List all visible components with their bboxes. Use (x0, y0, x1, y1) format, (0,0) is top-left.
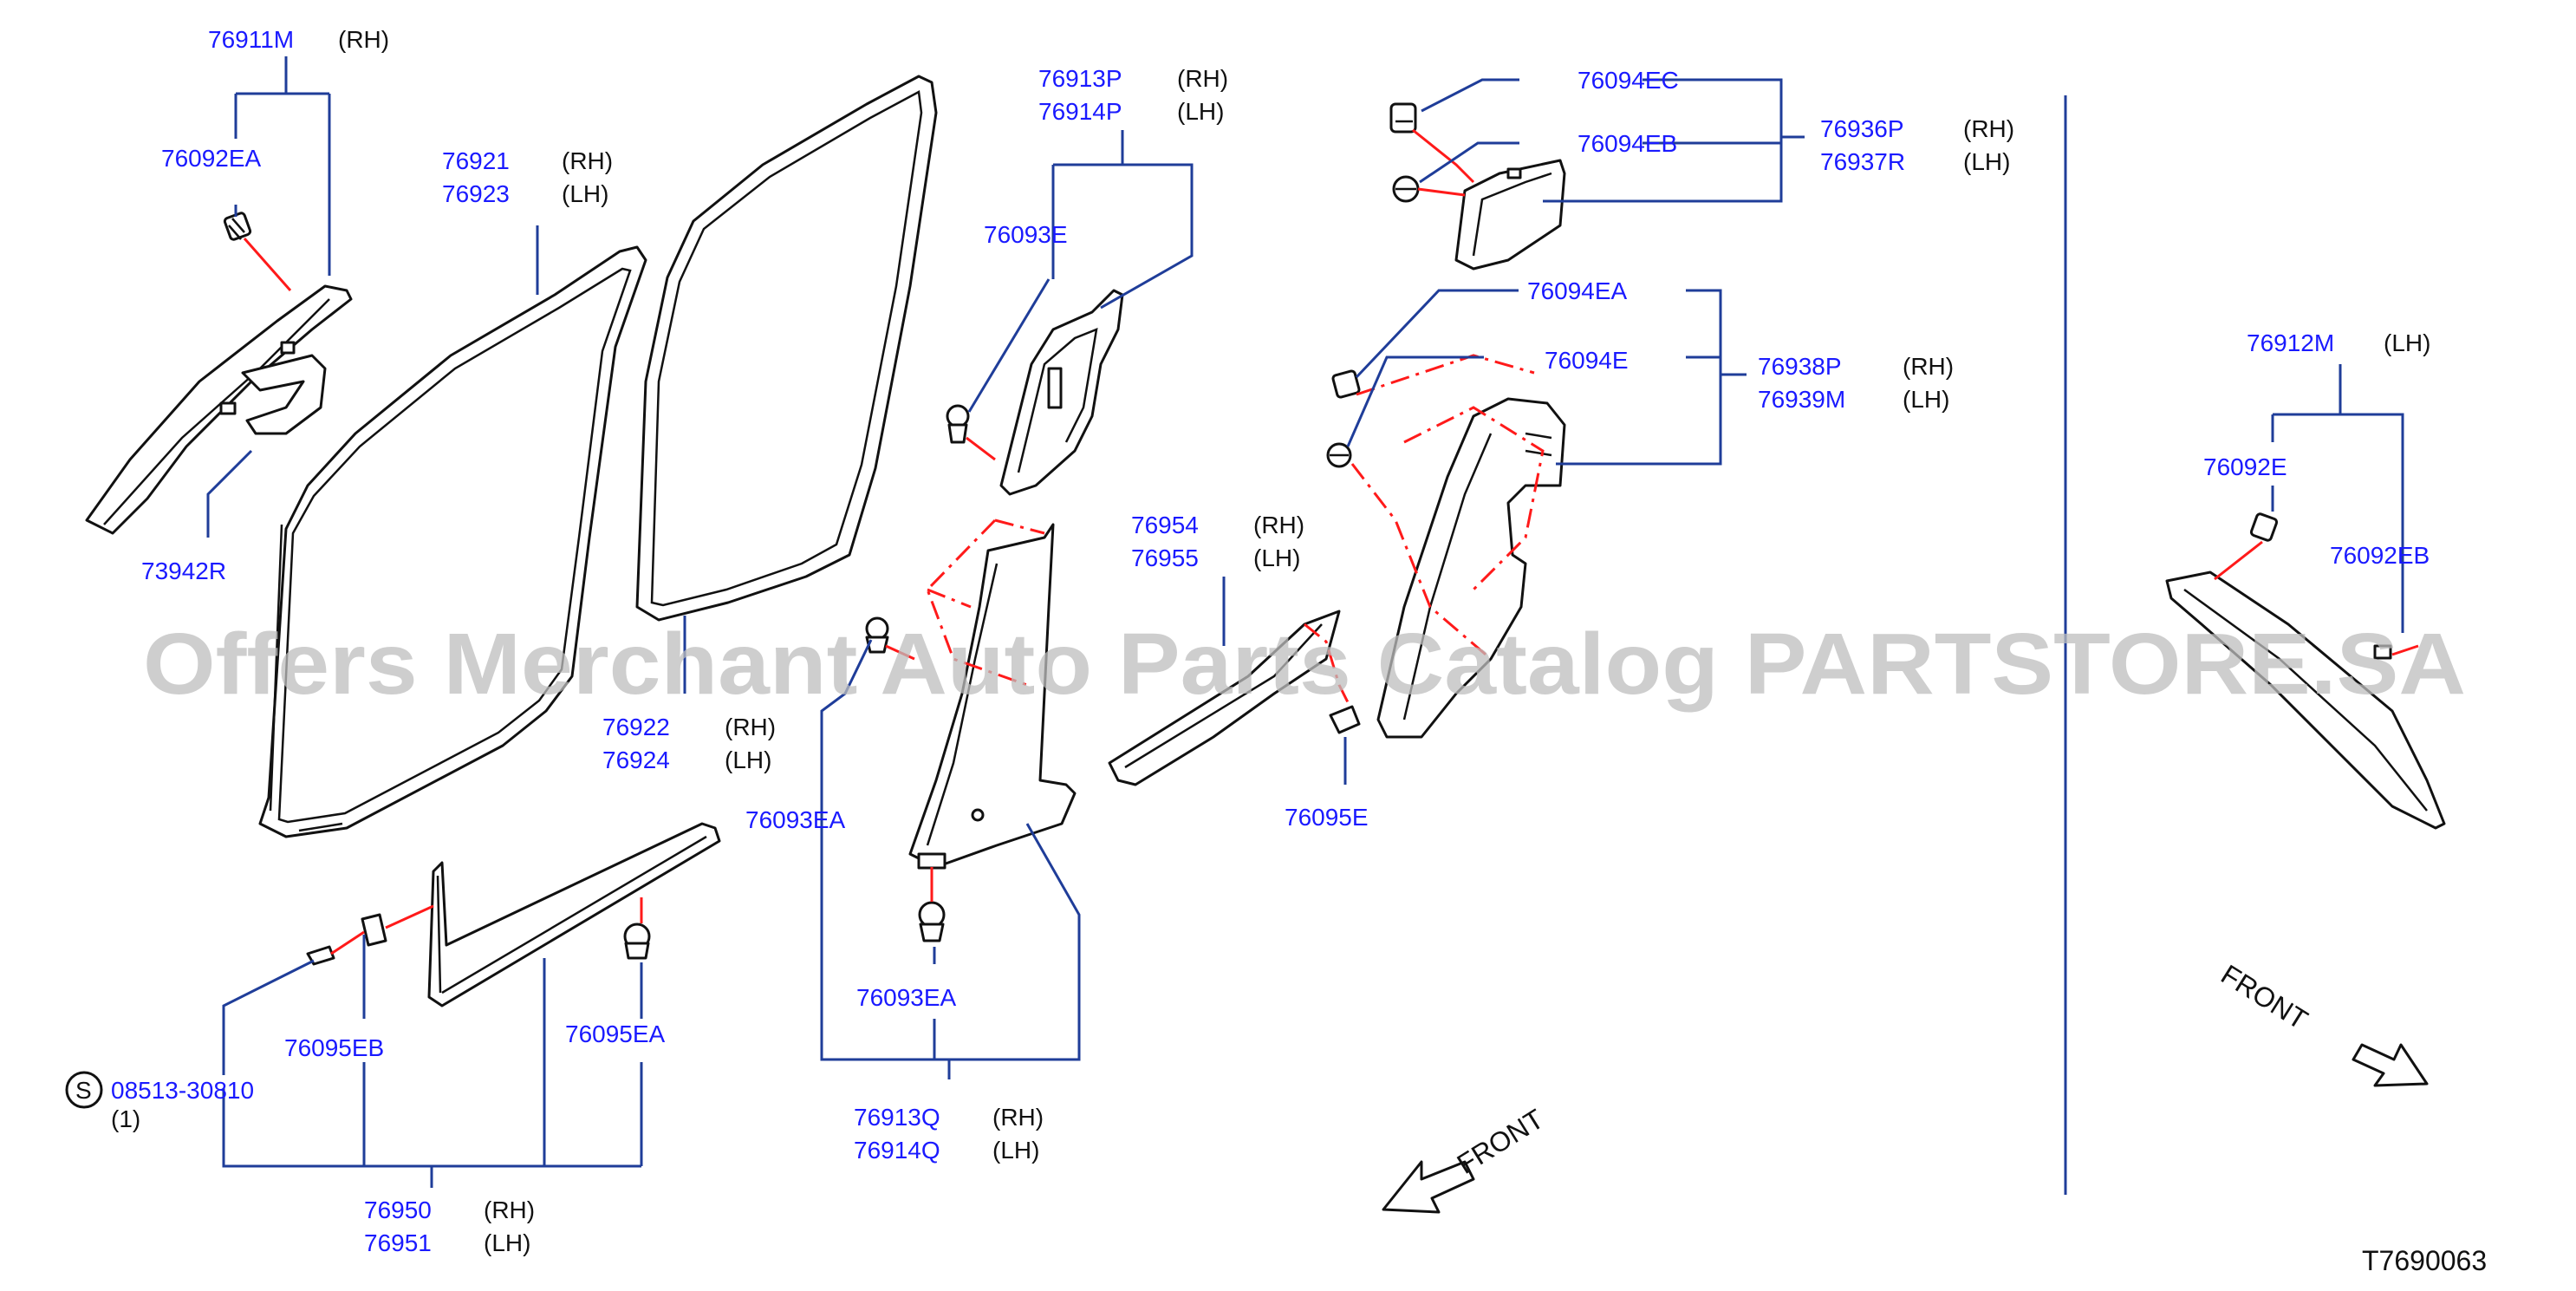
label-76954-side: (RH) (1253, 512, 1304, 538)
label-76938P[interactable]: 76938P (1758, 353, 1842, 380)
label-76092EA[interactable]: 76092EA (161, 145, 262, 172)
label-76094EC[interactable]: 76094EC (1577, 67, 1679, 94)
label-76955-side: (LH) (1253, 544, 1300, 571)
clip-76093EA-lower[interactable] (918, 901, 946, 942)
part-weatherstrip-76921[interactable] (258, 245, 647, 838)
s-symbol-circle (65, 1071, 103, 1109)
label-76914Q-side: (LH) (992, 1137, 1039, 1164)
label-76950[interactable]: 76950 (364, 1196, 432, 1223)
part-a-pillar-trim-rh[interactable] (85, 284, 353, 535)
clip-76095EB[interactable] (361, 913, 387, 947)
red-assembly-lines (243, 128, 2419, 955)
label-76939M-side: (LH) (1903, 386, 1949, 413)
label-76951-side: (LH) (484, 1229, 530, 1256)
part-a-pillar-trim-lh[interactable] (2165, 571, 2446, 830)
clip-76094EA[interactable] (1331, 369, 1361, 399)
label-76094EB[interactable]: 76094EB (1577, 130, 1677, 157)
label-76938P-side: (RH) (1903, 353, 1954, 380)
label-76095EB[interactable]: 76095EB (284, 1034, 384, 1061)
label-76912M-side: (LH) (2384, 329, 2430, 356)
label-76914Q[interactable]: 76914Q (854, 1137, 940, 1164)
clip-76095E[interactable] (1329, 705, 1361, 734)
label-76951[interactable]: 76951 (364, 1229, 432, 1256)
label-76912M[interactable]: 76912M (2247, 329, 2334, 356)
label-76922[interactable]: 76922 (602, 714, 670, 740)
front-label-right: FRONT (2215, 958, 2313, 1035)
clip-76095EA[interactable] (623, 923, 651, 960)
label-76092EB[interactable]: 76092EB (2330, 542, 2430, 569)
front-arrow-right: FRONT (2215, 958, 2429, 1087)
clip-76093E[interactable] (946, 404, 970, 444)
front-arrow-left: FRONT (1382, 1103, 1550, 1214)
label-76092E[interactable]: 76092E (2203, 453, 2287, 480)
label-76094E[interactable]: 76094E (1545, 347, 1629, 374)
leader-lines (206, 56, 2404, 1195)
label-76921[interactable]: 76921 (442, 147, 510, 174)
label-76954[interactable]: 76954 (1131, 512, 1199, 538)
label-s-symbol: S (75, 1077, 92, 1104)
watermark: Offers Merchant Auto Parts Catalog PARTS… (143, 616, 2466, 713)
label-76921-side: (RH) (562, 147, 613, 174)
label-76924[interactable]: 76924 (602, 747, 670, 773)
label-76937R-side: (LH) (1963, 148, 2010, 175)
label-76095E[interactable]: 76095E (1285, 804, 1369, 831)
label-76913P-side: (RH) (1177, 65, 1228, 92)
label-76093EA-upper[interactable]: 76093EA (745, 806, 846, 833)
label-76913Q[interactable]: 76913Q (854, 1104, 940, 1131)
label-08513-30810[interactable]: 08513-30810 (111, 1077, 254, 1104)
label-76913P[interactable]: 76913P (1038, 65, 1122, 92)
label-76914P[interactable]: 76914P (1038, 98, 1122, 125)
part-center-pillar-lower-76913Q[interactable] (908, 523, 1077, 870)
label-76936P[interactable]: 76936P (1820, 115, 1904, 142)
part-sill-plate-76950[interactable] (427, 822, 721, 1007)
diagram-code: T7690063 (2362, 1245, 2487, 1276)
clip-76092E[interactable] (2249, 512, 2279, 542)
label-76913Q-side: (RH) (992, 1104, 1044, 1131)
label-73942R[interactable]: 73942R (141, 557, 226, 584)
label-76922-side: (RH) (725, 714, 776, 740)
front-label-left: FRONT (1452, 1103, 1550, 1180)
part-center-pillar-upper-76913P[interactable] (999, 289, 1124, 496)
label-08513-qty: (1) (111, 1105, 140, 1132)
label-76939M[interactable]: 76939M (1758, 386, 1845, 413)
label-76937R[interactable]: 76937R (1820, 148, 1905, 175)
clip-76094EC[interactable] (1389, 102, 1417, 134)
part-weatherstrip-76922[interactable] (635, 75, 938, 622)
clip-76094EB[interactable] (1392, 175, 1420, 203)
label-76094EA[interactable]: 76094EA (1527, 277, 1628, 304)
label-76924-side: (LH) (725, 747, 771, 773)
part-kick-plate-76954[interactable] (1108, 610, 1341, 786)
label-76911M[interactable]: 76911M (208, 26, 294, 53)
label-76936P-side: (RH) (1963, 115, 2014, 142)
labels: 76911M (RH) 76092EA 73942R 76921 (RH) 76… (75, 26, 2487, 1276)
clip-76092EA[interactable] (223, 212, 252, 241)
part-rear-pillar-trim-76938P[interactable] (1376, 397, 1566, 739)
label-76950-side: (RH) (484, 1196, 535, 1223)
label-76923-side: (LH) (562, 180, 608, 207)
label-76911M-side: (RH) (338, 26, 389, 53)
part-rear-upper-trim-76936P[interactable] (1454, 159, 1566, 271)
label-76093EA-lower[interactable]: 76093EA (856, 984, 957, 1011)
label-76093E[interactable]: 76093E (984, 221, 1068, 248)
label-76914P-side: (LH) (1177, 98, 1224, 125)
label-76095EA[interactable]: 76095EA (565, 1020, 666, 1047)
label-76923[interactable]: 76923 (442, 180, 510, 207)
clip-76094E[interactable] (1326, 442, 1352, 468)
label-76955[interactable]: 76955 (1131, 544, 1199, 571)
